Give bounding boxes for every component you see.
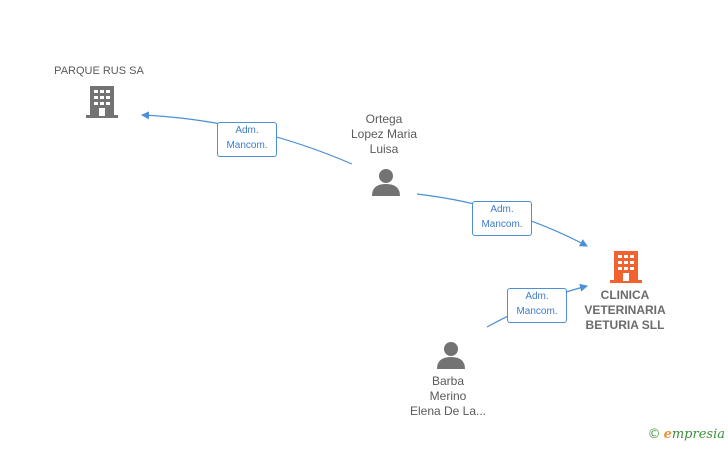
- building-icon[interactable]: [86, 86, 118, 118]
- edge-label-ortega-parque-rus: Adm. Mancom.: [217, 122, 277, 157]
- edge-label-ortega-clinica: Adm. Mancom.: [472, 201, 532, 236]
- node-label-clinica[interactable]: CLINICA VETERINARIA BETURIA SLL: [584, 288, 666, 332]
- brand-initial: e: [663, 427, 672, 442]
- node-label-parque-rus[interactable]: PARQUE RUS SA: [54, 65, 144, 77]
- node-label-barba[interactable]: Barba Merino Elena De La...: [409, 374, 487, 418]
- empresia-logo: ©empresia: [648, 427, 725, 442]
- brand-name: mpresia: [671, 427, 725, 442]
- building-icon[interactable]: [610, 251, 642, 283]
- node-label-ortega[interactable]: Ortega Lopez Maria Luisa: [350, 112, 418, 156]
- person-icon[interactable]: [437, 342, 465, 369]
- edge-label-barba-clinica: Adm. Mancom.: [507, 288, 567, 323]
- person-icon[interactable]: [372, 169, 400, 196]
- copyright-icon: ©: [647, 427, 661, 442]
